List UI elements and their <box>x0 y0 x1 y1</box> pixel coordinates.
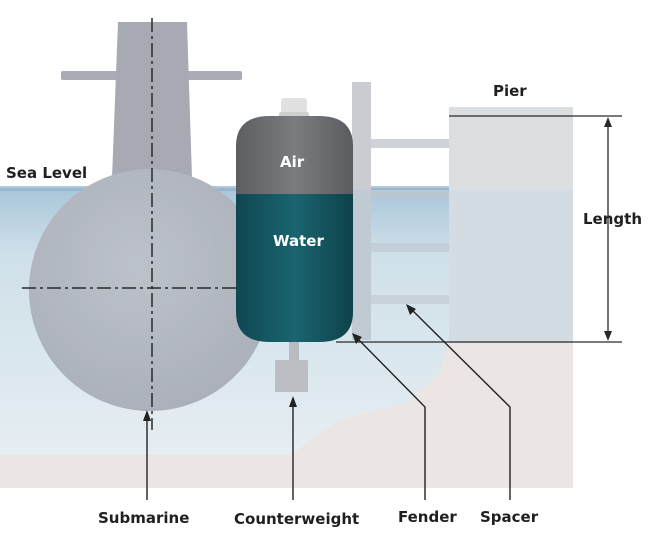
fender-leader <box>356 337 426 500</box>
fender-air-chamber <box>236 116 353 194</box>
fender-body <box>236 98 353 342</box>
fender-water-chamber <box>236 194 353 342</box>
counterweight <box>275 342 308 392</box>
pier-label: Pier <box>493 82 527 100</box>
spacer <box>371 139 449 304</box>
submarine-hull <box>29 169 271 411</box>
submarine-label: Submarine <box>98 509 189 527</box>
spacer-label: Spacer <box>480 508 539 526</box>
spacer-leader <box>411 309 511 500</box>
sea-level-label: Sea Level <box>6 164 87 182</box>
seabed <box>0 343 573 488</box>
water-label: Water <box>273 232 324 250</box>
length-dimension <box>336 115 622 343</box>
fender-label: Fender <box>398 508 457 526</box>
pier <box>449 107 573 343</box>
length-label: Length <box>583 210 642 228</box>
counterweight-label: Counterweight <box>234 510 359 528</box>
air-label: Air <box>280 153 305 171</box>
